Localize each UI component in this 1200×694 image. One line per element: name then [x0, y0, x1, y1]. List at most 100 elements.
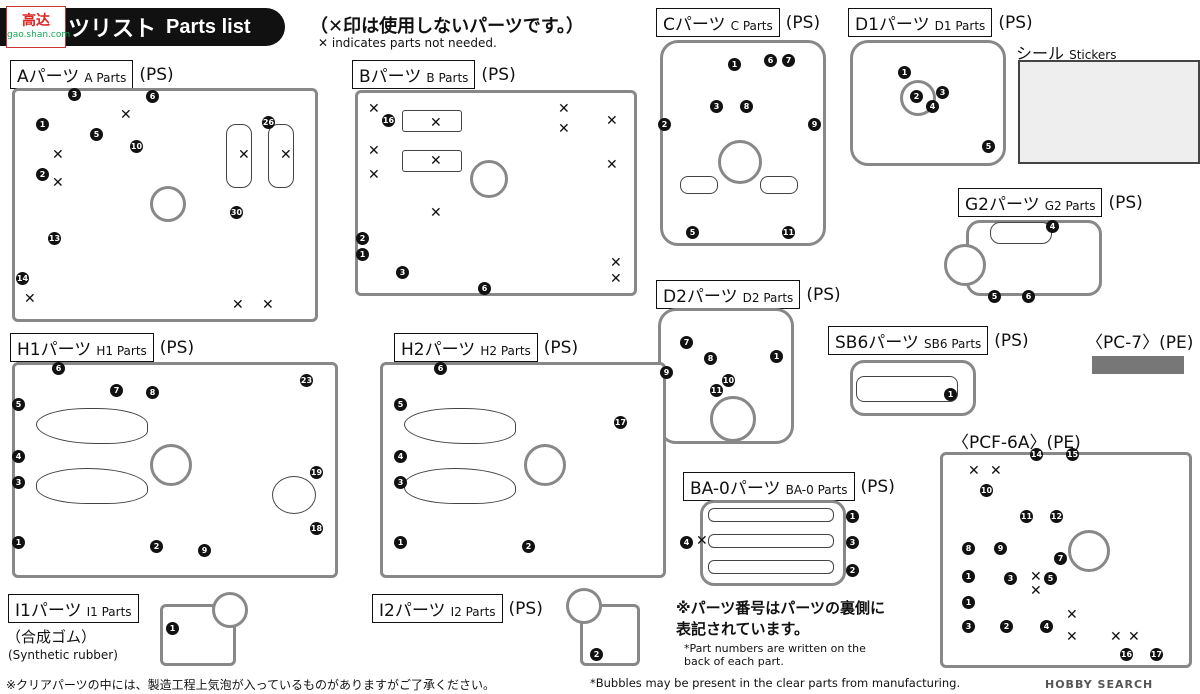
title-en: Parts list [166, 15, 251, 38]
section-sb6-label: SB6パーツ SB6 Parts (PS) [828, 326, 1029, 355]
section-d2-mat: (PS) [806, 284, 841, 305]
part-number: 17 [1150, 648, 1163, 661]
section-h1-label: H1パーツ H1 Parts (PS) [10, 333, 194, 362]
section-h1-jp: H1パーツ [17, 340, 92, 360]
part-number: 8 [704, 352, 717, 365]
part-number: 10 [722, 374, 735, 387]
part-number-note-jp: ※パーツ番号はパーツの裏側に表記されています。 [676, 599, 885, 638]
part-number: 8 [740, 100, 753, 113]
part-number: 4 [394, 450, 407, 463]
part-number: 16 [1120, 648, 1133, 661]
section-i1-label: I1パーツ I1 Parts [8, 594, 139, 623]
part-number: 2 [522, 540, 535, 553]
runner-h1-wing-3 [36, 468, 148, 504]
stickers-jp: シール [1016, 44, 1065, 63]
section-a-mat: (PS) [139, 64, 174, 85]
unused-x-icon: ✕ [1110, 629, 1122, 645]
part-number: 3 [936, 86, 949, 99]
bubbles-note-en: *Bubbles may be present in the clear par… [590, 676, 961, 690]
unused-x-icon: ✕ [558, 121, 570, 137]
part-number: 3 [846, 536, 859, 549]
part-number: 1 [962, 596, 975, 609]
part-number: 5 [1044, 572, 1057, 585]
part-number: 1 [166, 622, 179, 635]
part-number: 4 [12, 450, 25, 463]
runner-b-gate [470, 160, 508, 198]
part-number: 2 [36, 168, 49, 181]
section-sb6-jp: SB6パーツ [835, 333, 919, 353]
section-g2-en: G2 Parts [1044, 199, 1096, 213]
i1-material-en: (Synthetic rubber) [8, 648, 118, 662]
runner-h1-wing-4 [36, 408, 148, 444]
section-sb6-en: SB6 Parts [924, 337, 982, 351]
section-h2-en: H2 Parts [480, 344, 531, 358]
section-ba0-label: BA-0パーツ BA-0 Parts (PS) [683, 472, 895, 501]
part-number: 4 [926, 100, 939, 113]
part-number: 6 [1022, 290, 1035, 303]
section-i2-label: I2パーツ I2 Parts (PS) [372, 594, 543, 623]
part-number: 6 [764, 54, 777, 67]
part-number: 1 [898, 66, 911, 79]
part-number: 2 [910, 90, 923, 103]
section-pc7-jp: 〈PC-7〉 [1086, 333, 1160, 353]
unused-x-icon: ✕ [1066, 607, 1078, 623]
unused-x-icon: ✕ [238, 147, 250, 163]
part-number: 3 [12, 476, 25, 489]
bubbles-note-jp: ※クリアパーツの中には、製造工程上気泡が入っているものがありますがご了承ください… [6, 678, 495, 692]
section-a-jp: Aパーツ [17, 67, 80, 87]
section-c-jp: Cパーツ [663, 15, 726, 35]
section-sb6-mat: (PS) [994, 330, 1029, 351]
runner-i2-gate [566, 588, 602, 624]
part-number: 10 [980, 484, 993, 497]
part-number: 7 [1054, 552, 1067, 565]
runner-ba0-part-1 [708, 508, 834, 522]
part-number: 9 [198, 544, 211, 557]
part-number: 3 [68, 88, 81, 101]
unused-x-icon: ✕ [558, 101, 570, 117]
part-number: 7 [680, 336, 693, 349]
part-number: 5 [394, 398, 407, 411]
part-number: 18 [310, 522, 323, 535]
unused-note-en: ✕ indicates parts not needed. [318, 36, 497, 50]
section-a-en: A Parts [84, 71, 127, 85]
part-number: 5 [982, 140, 995, 153]
part-number: 13 [48, 232, 61, 245]
part-number: 17 [614, 416, 627, 429]
part-number: 6 [52, 362, 65, 375]
runner-a-part-26b [268, 124, 294, 188]
part-number: 11 [710, 384, 723, 397]
section-d1-label: D1パーツ D1 Parts (PS) [848, 8, 1033, 37]
part-number: 9 [808, 118, 821, 131]
section-g2-jp: G2パーツ [965, 195, 1040, 215]
section-h1-en: H1 Parts [96, 344, 147, 358]
unused-x-icon: ✕ [52, 147, 64, 163]
part-number: 2 [658, 118, 671, 131]
section-pcf6a-label: 〈PCF-6A〉(PE) [952, 428, 1081, 453]
part-number: 2 [150, 540, 163, 553]
unused-x-icon: ✕ [280, 147, 292, 163]
part-number: 1 [356, 248, 369, 261]
part-number: 2 [846, 564, 859, 577]
section-pc7-label: 〈PC-7〉(PE) [1086, 328, 1193, 353]
section-d1-mat: (PS) [998, 12, 1033, 33]
part-number: 11 [1020, 510, 1033, 523]
section-g2-label: G2パーツ G2 Parts (PS) [958, 188, 1143, 217]
unused-x-icon: ✕ [232, 297, 244, 313]
runner-ba0-part-2 [708, 560, 834, 574]
part-number: 7 [782, 54, 795, 67]
unused-x-icon: ✕ [262, 297, 274, 313]
section-pc7-mat: (PE) [1159, 333, 1194, 353]
part-number: 3 [962, 620, 975, 633]
part-number: 23 [300, 374, 313, 387]
part-number: 26 [262, 116, 275, 129]
part-number: 8 [146, 386, 159, 399]
runner-b-part-17 [402, 110, 462, 132]
section-d1-jp: D1パーツ [855, 15, 930, 35]
sticker-sheet [1018, 60, 1200, 164]
part-number: 2 [356, 232, 369, 245]
unused-x-icon: ✕ [1030, 569, 1042, 585]
unused-x-icon: ✕ [968, 463, 980, 479]
part-number-note-en: *Part numbers are written on the back of… [684, 642, 866, 668]
section-a-label: Aパーツ A Parts (PS) [10, 60, 174, 89]
unused-x-icon: ✕ [1128, 629, 1140, 645]
